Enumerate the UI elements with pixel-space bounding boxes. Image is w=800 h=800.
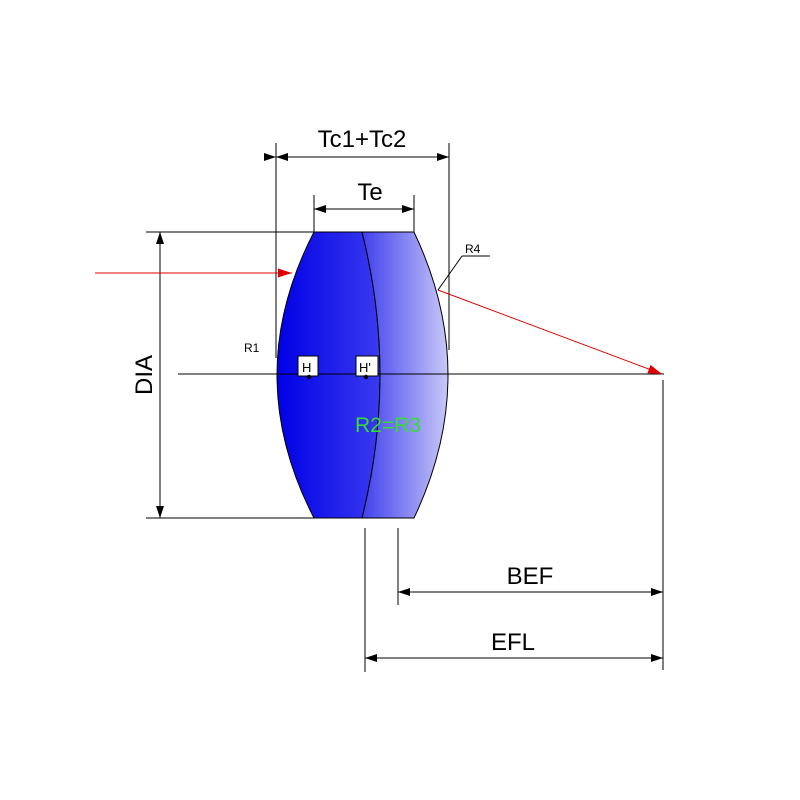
dia-arrow-top	[156, 232, 164, 244]
output-ray	[437, 289, 663, 375]
radius-2-3-label: R2=R3	[355, 414, 421, 437]
te-arrow-left	[314, 205, 326, 213]
radius-4-label: R4	[465, 242, 481, 256]
principal-h-label: H	[302, 360, 311, 375]
tc-arrow-left	[276, 153, 288, 161]
effective-focal-label: EFL	[491, 629, 535, 656]
radius-1-label: R1	[244, 341, 260, 355]
radius-4-leader	[437, 255, 463, 291]
efl-arrow-left	[365, 654, 377, 662]
principal-h-dot	[306, 374, 312, 380]
total-thickness-label: Tc1+Tc2	[318, 126, 407, 153]
diameter-label: DIA	[131, 355, 158, 395]
back-focal-label: BEF	[507, 563, 554, 590]
lens-element-2	[361, 231, 449, 519]
principal-h-prime-dot	[363, 374, 369, 380]
edge-thickness-label: Te	[357, 179, 382, 206]
principal-h-prime-label: H'	[359, 360, 371, 375]
bef-arrow-left	[398, 588, 410, 596]
